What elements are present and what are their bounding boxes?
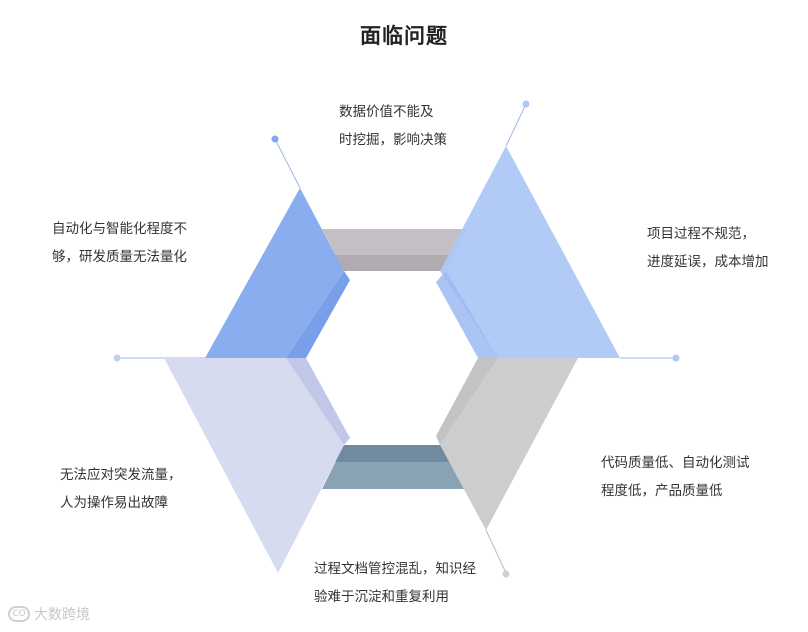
- hex-segment-upper-right-inner: [436, 271, 498, 358]
- connector-line-top-right: [505, 103, 527, 147]
- connector-line-bottom: [485, 529, 507, 574]
- issue-label-line: 验难于沉淀和重复利用: [314, 589, 449, 605]
- connector-dot-right: [672, 354, 680, 362]
- issue-label-code-quality: 代码质量低、自动化测试 程度低，产品质量低: [601, 449, 750, 505]
- watermark-logo-icon: CO: [8, 606, 30, 622]
- hex-segment-top-inner: [332, 255, 456, 271]
- issue-label-line: 无法应对突发流量，: [60, 467, 182, 483]
- hex-segment-upper-right: [440, 146, 620, 358]
- issue-label-data-value: 数据价值不能及 时挖掘，影响决策: [339, 98, 447, 154]
- hex-segment-lower-left-inner: [286, 358, 350, 445]
- issue-label-traffic: 无法应对突发流量， 人为操作易出故障: [60, 461, 182, 517]
- issue-label-line: 过程文档管控混乱，知识经: [314, 561, 476, 577]
- issue-label-project-process: 项目过程不规范， 进度延误，成本增加: [647, 220, 769, 276]
- connector-dot-left: [113, 354, 121, 362]
- watermark: CO 大数跨境: [8, 604, 90, 624]
- hex-segment-upper-left: [205, 188, 344, 358]
- issue-label-process-docs: 过程文档管控混乱，知识经 验难于沉淀和重复利用: [314, 555, 476, 611]
- issue-label-automation: 自动化与智能化程度不 够，研发质量无法量化: [52, 215, 187, 271]
- connector-dot-top-left: [271, 135, 279, 143]
- page-title: 面临问题: [360, 24, 448, 48]
- watermark-text: 大数跨境: [34, 607, 90, 623]
- issue-label-line: 自动化与智能化程度不: [52, 221, 187, 237]
- issue-label-line: 进度延误，成本增加: [647, 254, 769, 270]
- connector-dot-top-right: [522, 100, 530, 108]
- issue-label-line: 够，研发质量无法量化: [52, 249, 187, 265]
- issue-label-line: 代码质量低、自动化测试: [601, 455, 750, 471]
- hex-segment-lower-right-inner: [436, 358, 498, 445]
- connector-line-top-left: [274, 138, 301, 189]
- hex-segment-lower-right: [440, 358, 578, 530]
- issue-label-line: 程度低，产品质量低: [601, 483, 723, 499]
- issue-label-line: 时挖掘，影响决策: [339, 132, 447, 148]
- issue-label-line: 数据价值不能及: [339, 104, 434, 120]
- hex-segment-bottom-inner: [334, 445, 456, 462]
- hex-segment-upper-left-inner: [286, 271, 350, 358]
- connector-dot-bottom: [502, 570, 510, 578]
- hex-segment-lower-left: [164, 358, 344, 573]
- issue-label-line: 项目过程不规范，: [647, 226, 755, 242]
- issue-label-line: 人为操作易出故障: [60, 495, 168, 511]
